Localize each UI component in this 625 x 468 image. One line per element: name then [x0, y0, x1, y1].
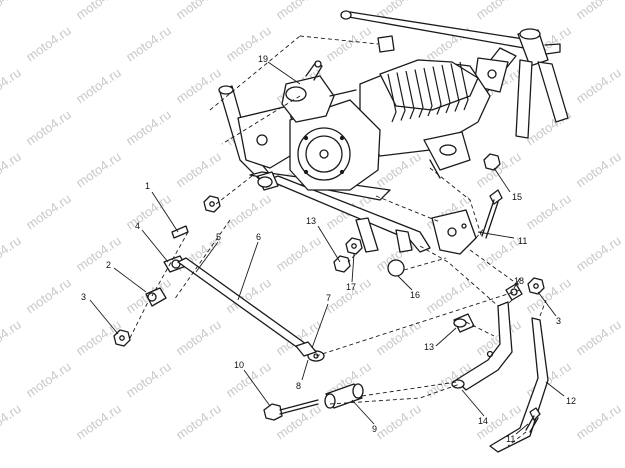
callout-14: 14 — [478, 416, 488, 426]
watermark-text: moto4.ru — [373, 317, 424, 359]
watermark-text: moto4.ru — [73, 0, 124, 22]
watermark-text: moto4.ru — [23, 107, 74, 149]
callout-9: 9 — [372, 424, 377, 434]
engine-assembly — [281, 59, 491, 191]
watermark-text: moto4.ru — [123, 359, 174, 401]
watermark-text: moto4.ru — [23, 275, 74, 317]
callout-2: 2 — [106, 260, 111, 270]
callout-7: 7 — [326, 293, 331, 303]
watermark-text: moto4.ru — [573, 401, 624, 443]
watermark-text: moto4.ru — [473, 0, 524, 22]
callout-12: 12 — [566, 396, 576, 406]
watermark-text: moto4.ru — [0, 0, 24, 22]
watermark-text: moto4.ru — [173, 65, 224, 107]
cylinder-fin — [423, 67, 433, 117]
watermark-text: moto4.ru — [0, 401, 24, 443]
watermark-text: moto4.ru — [173, 0, 224, 22]
callout-19: 19 — [258, 54, 268, 64]
watermark-text: moto4.ru — [273, 233, 324, 275]
watermark-text: moto4.ru — [123, 107, 174, 149]
callout-4: 4 — [135, 221, 140, 231]
callout-13b: 13 — [424, 342, 434, 352]
watermark-text: moto4.ru — [573, 317, 624, 359]
watermark-text: moto4.ru — [423, 275, 474, 317]
callout-8: 8 — [296, 381, 301, 391]
callout-13: 13 — [306, 216, 316, 226]
watermark-text: moto4.ru — [323, 23, 374, 65]
cylinder-fin — [459, 61, 469, 111]
watermark-text: moto4.ru — [73, 233, 124, 275]
cylinder-fin — [432, 66, 442, 115]
cylinder-fin — [387, 73, 397, 123]
cylinder-fin — [414, 69, 424, 118]
watermark-text: moto4.ru — [73, 65, 124, 107]
watermark-text: moto4.ru — [123, 191, 174, 233]
watermark-text: moto4.ru — [573, 149, 624, 191]
watermark-text: moto4.ru — [173, 317, 224, 359]
callout-11: 11 — [518, 236, 527, 246]
callout-10: 10 — [234, 360, 244, 370]
watermark-text: moto4.ru — [0, 317, 24, 359]
watermark-text: moto4.ru — [523, 191, 574, 233]
watermark-text: moto4.ru — [173, 401, 224, 443]
watermark-text: moto4.ru — [573, 0, 624, 22]
watermark-text: moto4.ru — [73, 401, 124, 443]
cylinder-fin — [441, 64, 451, 114]
callout-layer: 1 2 3 4 5 6 7 8 9 10 11 12 13 14 15 16 1… — [81, 54, 576, 444]
watermark-text: moto4.ru — [0, 65, 24, 107]
cylinder-fin — [396, 72, 406, 121]
callout-16: 16 — [410, 290, 420, 300]
watermark-text: moto4.ru — [223, 359, 274, 401]
watermark-text: moto4.ru — [123, 23, 174, 65]
watermark-text: moto4.ru — [173, 149, 224, 191]
watermark-text: moto4.ru — [223, 191, 274, 233]
watermark-text: moto4.ru — [73, 149, 124, 191]
watermark-text: moto4.ru — [0, 233, 24, 275]
watermark-text: moto4.ru — [573, 65, 624, 107]
watermark-text: moto4.ru — [473, 233, 524, 275]
watermark-text: moto4.ru — [373, 401, 424, 443]
callout-15: 15 — [512, 192, 522, 202]
callout-1: 1 — [145, 181, 150, 191]
callout-18: 18 — [514, 276, 524, 286]
watermark-text: moto4.ru — [573, 233, 624, 275]
callout-3b: 3 — [556, 316, 561, 326]
bolt-and-spacer — [263, 383, 364, 421]
watermark-text: moto4.ru — [0, 149, 24, 191]
watermark-text: moto4.ru — [23, 23, 74, 65]
callout-6: 6 — [256, 232, 261, 242]
right-bracket-group — [333, 153, 549, 453]
callout-17: 17 — [346, 282, 356, 292]
callout-5: 5 — [216, 232, 221, 242]
watermark-text: moto4.ru — [23, 359, 74, 401]
watermark-text: moto4.ru — [23, 191, 74, 233]
watermark-text: moto4.ru — [273, 0, 324, 22]
cylinder-fin — [450, 63, 460, 112]
callout-3: 3 — [81, 292, 86, 302]
watermark-text: moto4.ru — [473, 149, 524, 191]
callout-11b: 11 — [506, 434, 515, 444]
cylinder-fin — [405, 70, 415, 120]
